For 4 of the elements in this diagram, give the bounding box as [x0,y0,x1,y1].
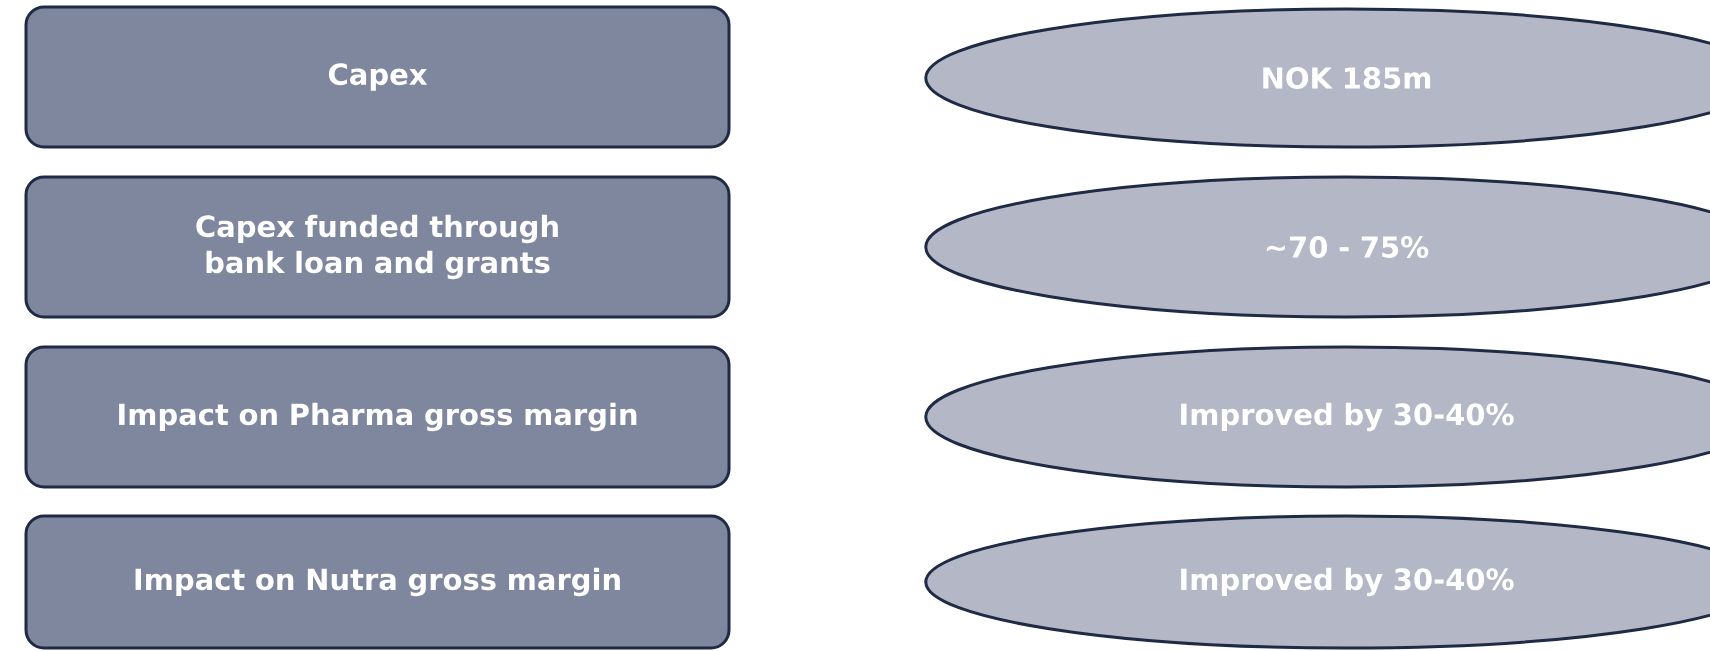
process-box: Capex funded through bank loan and grants [24,175,731,319]
process-box: Capex [24,5,731,149]
process-box: Impact on Pharma gross margin [24,345,731,489]
process-box: Impact on Nutra gross margin [24,514,731,650]
